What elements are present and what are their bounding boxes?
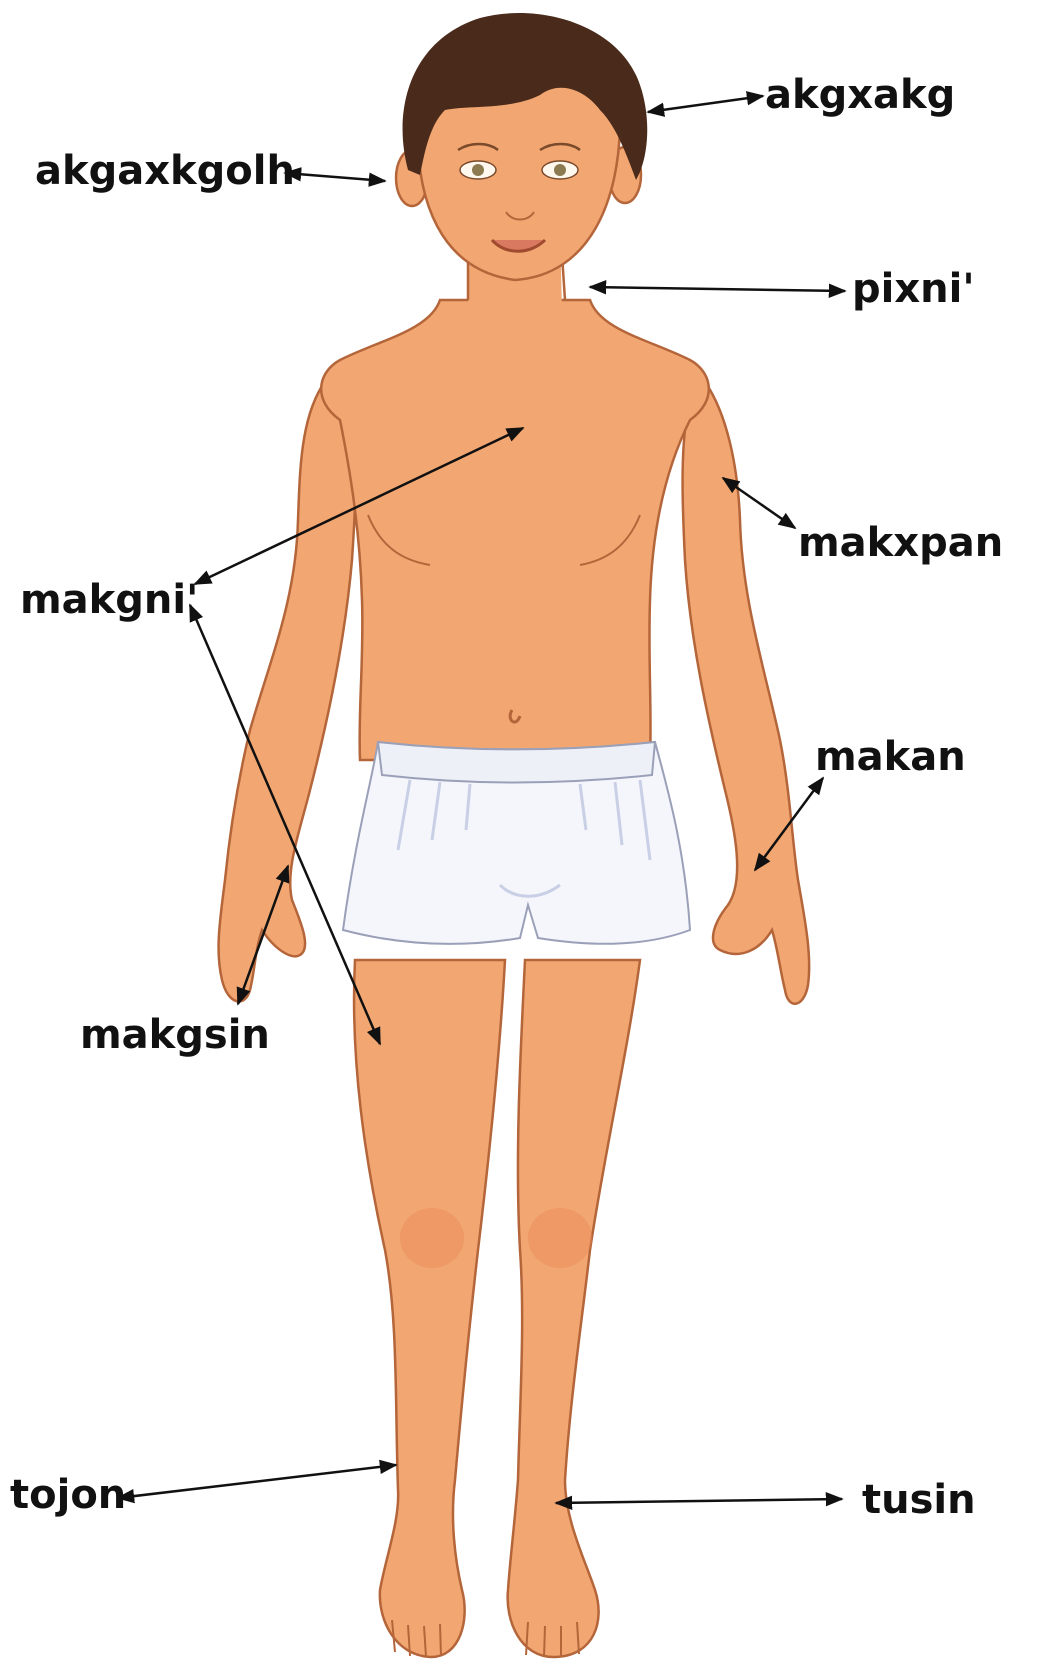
right-leg	[508, 960, 640, 1657]
arrow-ankle	[118, 1465, 396, 1498]
label-chest: makgni'	[20, 577, 198, 623]
left-leg	[354, 960, 505, 1657]
torso	[321, 300, 709, 760]
label-upper-arm: makxpan	[798, 520, 1003, 566]
boy-figure	[219, 13, 810, 1657]
arrow-ear	[285, 173, 385, 181]
arrow-hair	[648, 96, 763, 112]
label-foot: tusin	[862, 1477, 976, 1523]
arrow-foot	[556, 1499, 842, 1503]
left-arm	[219, 375, 357, 1001]
label-hair: akgxakg	[765, 72, 955, 118]
label-hand: makan	[815, 734, 966, 780]
label-thumb: makgsin	[80, 1012, 270, 1058]
right-knee	[528, 1208, 592, 1268]
right-arm	[683, 375, 810, 1004]
label-ear: akgaxkgolh	[35, 148, 295, 194]
arrow-neck	[590, 287, 845, 291]
left-knee	[400, 1208, 464, 1268]
label-neck: pixni'	[852, 266, 975, 312]
label-ankle: tojon	[10, 1472, 126, 1518]
